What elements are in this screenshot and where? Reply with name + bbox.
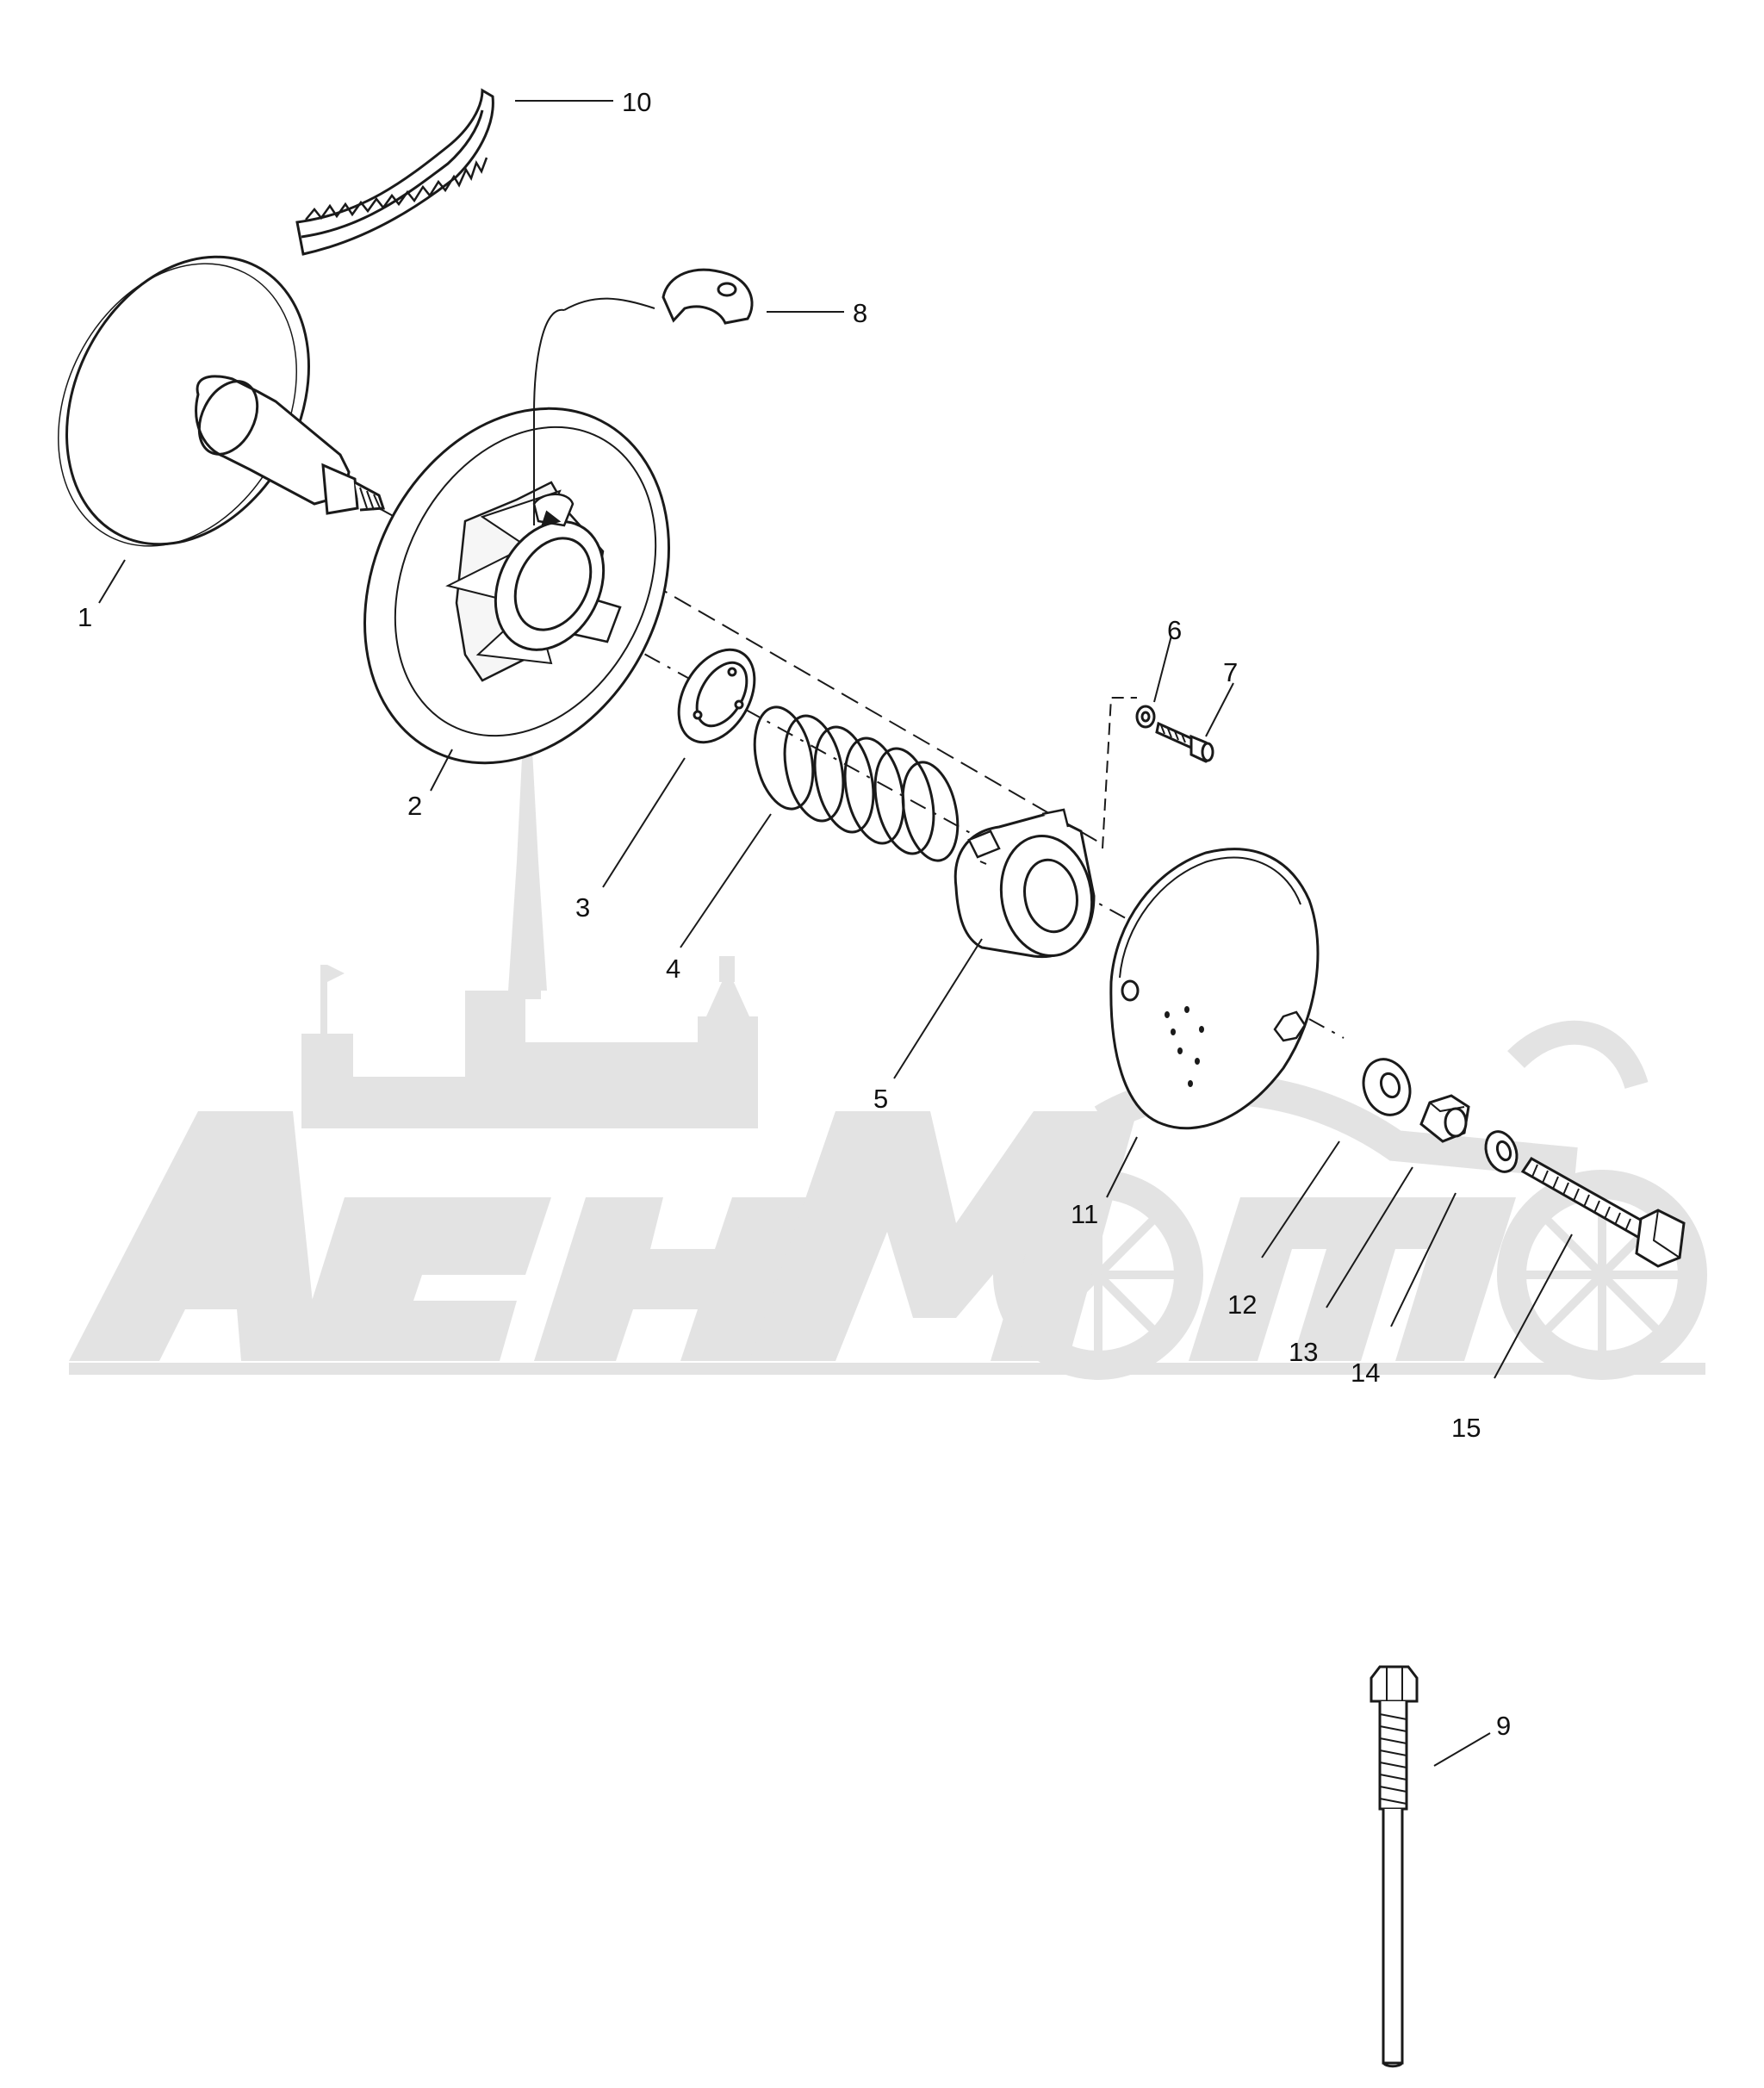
watermark-spokes [1021,1197,1680,1352]
callout-5: 5 [873,1084,888,1114]
callout-13: 13 [1289,1337,1318,1367]
callout-9: 9 [1496,1711,1511,1741]
part-3-retaining-ring [677,648,756,744]
part-14-lock-washer [1484,1130,1519,1173]
part-2-movable-sheave [363,297,670,765]
callout-12: 12 [1227,1289,1257,1320]
callout-14: 14 [1351,1358,1380,1388]
callout-2: 2 [407,791,422,821]
part-12-flat-washer [1362,1058,1412,1116]
callout-8: 8 [853,298,867,328]
callout-6: 6 [1167,615,1182,645]
part-4-spring [753,705,960,862]
callout-4: 4 [666,954,680,984]
callout-10: 10 [622,87,651,117]
part-11-cover [1109,848,1320,1130]
callout-11: 11 [1071,1199,1098,1229]
callout-numbers: 1 2 3 4 5 6 7 8 9 10 11 12 13 14 15 [78,87,1511,1741]
callout-3: 3 [575,892,590,923]
watermark-skyline [301,655,758,1128]
part-7-screw [1155,721,1214,763]
part-9-long-bolt [1370,1665,1419,2068]
callout-1: 1 [78,602,92,632]
callout-7: 7 [1223,657,1238,687]
part-13-hex-nut [1419,1094,1470,1143]
part-10-drive-belt [295,88,494,256]
part-8-slider-button [662,268,754,325]
part-5-cam-hub [953,808,1096,959]
watermark [69,655,1707,1380]
callout-15: 15 [1451,1413,1481,1443]
part-15-bolt [1520,1157,1686,1268]
leader-lines [98,100,1573,1767]
part-6-washer [1135,705,1156,729]
part-1-fixed-sheave [58,255,386,547]
